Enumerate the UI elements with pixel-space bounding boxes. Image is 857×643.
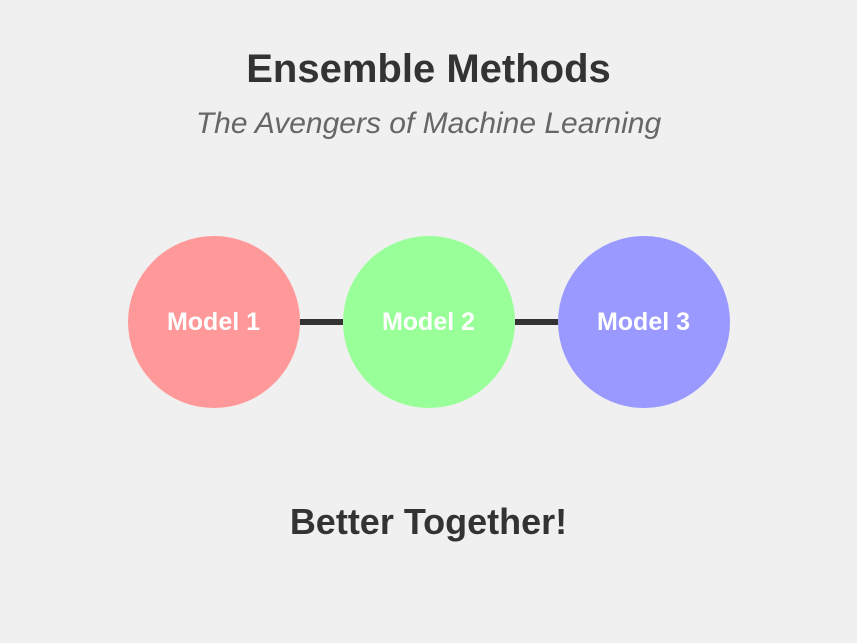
page-subtitle: The Avengers of Machine Learning <box>195 107 662 140</box>
model-3-label: Model 3 <box>596 307 691 336</box>
model-2-circle: Model 2 <box>342 236 515 408</box>
model-diagram: Model 1 Model 2 Model 3 <box>0 236 857 408</box>
model-2-label: Model 2 <box>381 307 476 336</box>
caption-text: Better Together! <box>289 501 568 542</box>
connector-line-1 <box>299 319 343 325</box>
page-title: Ensemble Methods <box>246 47 611 91</box>
model-3-circle: Model 3 <box>557 236 730 408</box>
model-1-circle: Model 1 <box>127 236 300 408</box>
model-1-label: Model 1 <box>166 307 261 336</box>
connector-line-2 <box>514 319 558 325</box>
